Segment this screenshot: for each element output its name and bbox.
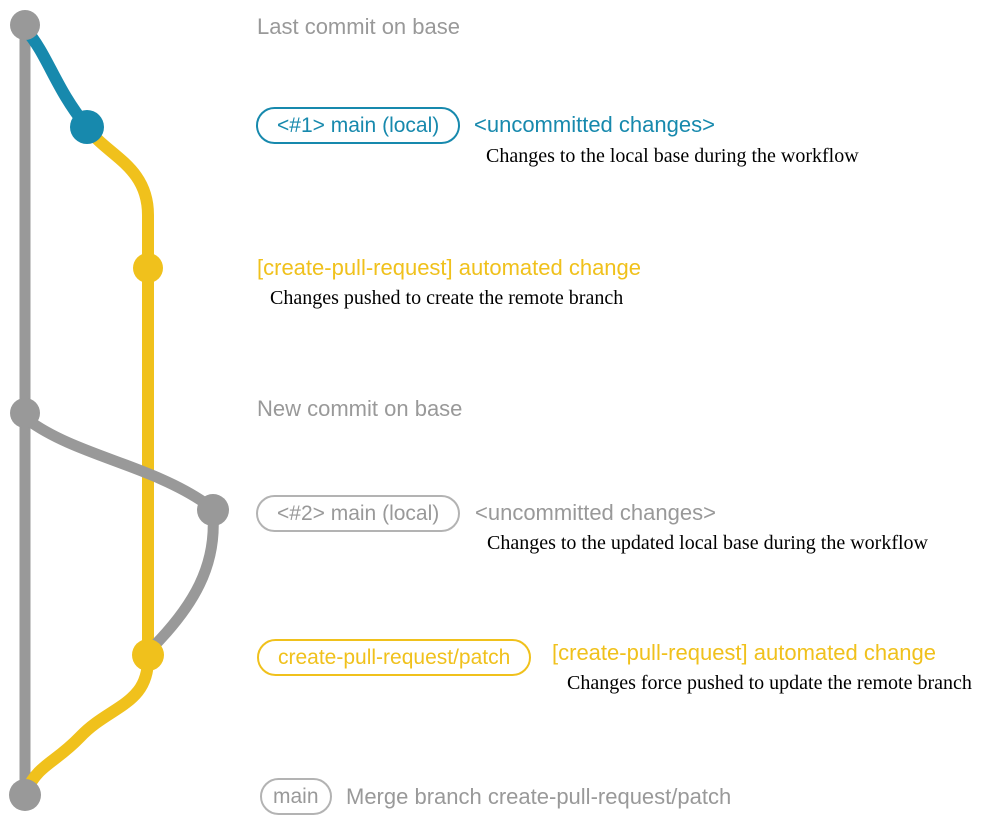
automated-change-desc-2: Changes force pushed to update the remot… xyxy=(567,672,972,694)
uncommitted-changes-desc-2: Changes to the updated local base during… xyxy=(487,532,928,554)
uncommitted-changes-label-1: <uncommitted changes> xyxy=(474,112,715,137)
local-main-2-branch-curve xyxy=(24,415,209,508)
commit-node-local-main-1 xyxy=(70,110,104,144)
force-push-curve xyxy=(146,515,219,654)
patch-branch-line xyxy=(81,123,154,655)
commit-node-merge xyxy=(9,779,41,811)
commit-node-local-main-2 xyxy=(197,494,229,526)
local-main-1-branch-curve xyxy=(21,26,92,131)
automated-change-title-2: [create-pull-request] automated change xyxy=(552,640,937,665)
branch-badge-main-local-1: <#1> main (local) xyxy=(256,107,461,145)
automated-change-desc-1: Changes pushed to create the remote bran… xyxy=(270,287,624,309)
last-commit-label: Last commit on base xyxy=(257,14,460,39)
uncommitted-changes-label-2: <uncommitted changes> xyxy=(475,500,716,525)
new-commit-label: New commit on base xyxy=(257,396,463,421)
commit-node-automated-change-2 xyxy=(132,639,164,671)
branch-badge-main: main xyxy=(260,778,332,816)
branch-badge-patch: create-pull-request/patch xyxy=(257,639,532,677)
patch-merge-curve xyxy=(21,654,155,793)
automated-change-title-1: [create-pull-request] automated change xyxy=(257,255,642,280)
merge-message-label: Merge branch create-pull-request/patch xyxy=(346,784,732,809)
commit-node-automated-change-1 xyxy=(133,253,163,283)
commit-node-new-base xyxy=(10,398,40,428)
commit-node-last-base xyxy=(10,10,40,40)
uncommitted-changes-desc-1: Changes to the local base during the wor… xyxy=(486,145,859,167)
branch-badge-main-local-2: <#2> main (local) xyxy=(256,495,461,533)
